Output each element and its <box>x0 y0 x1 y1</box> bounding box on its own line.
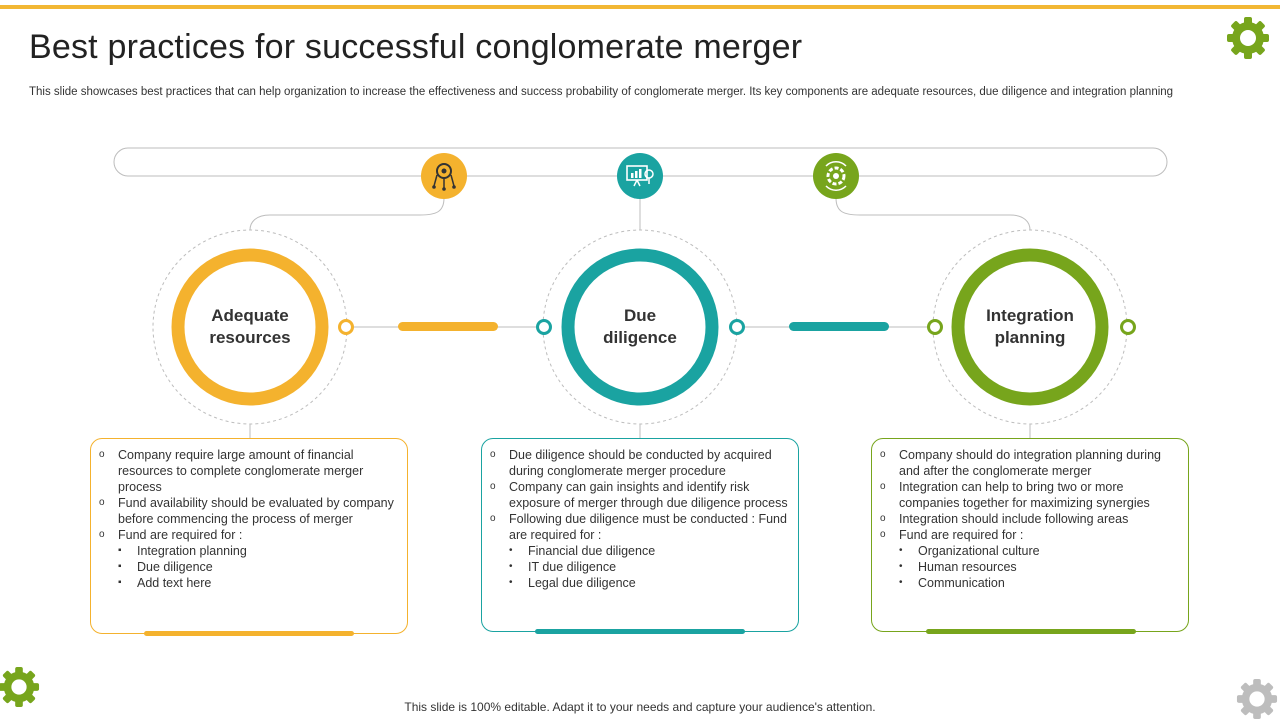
sub-list-item: • Legal due diligence <box>509 575 788 591</box>
dot-bullet-icon: • <box>899 545 903 556</box>
point-text: Due diligence should be conducted by acq… <box>509 448 772 478</box>
sub-point-text: Integration planning <box>137 544 247 558</box>
card-accent-bar <box>535 629 745 634</box>
page-title: Best practices for successful conglomera… <box>29 28 803 66</box>
sub-list-item: • Financial due diligence <box>509 543 788 559</box>
sub-point-text: Due diligence <box>137 560 213 574</box>
sub-list-item: • Human resources <box>899 559 1178 575</box>
stage-label-diligence: Due diligence <box>570 305 710 349</box>
list-item: o Integration can help to bring two or mo… <box>880 479 1178 511</box>
card-accent-bar <box>144 631 354 636</box>
process-gear-icon <box>421 153 467 199</box>
circle-bullet-icon: o <box>490 449 496 460</box>
stage-card-diligence: o Due diligence should be conducted by ac… <box>481 438 799 634</box>
stage-label-line: Due <box>623 306 657 325</box>
footer-note: This slide is 100% editable. Adapt it to… <box>404 700 876 714</box>
circle-bullet-icon: o <box>880 513 886 524</box>
sub-point-text: Financial due diligence <box>528 544 656 558</box>
point-text: Company should do integration planning d… <box>899 448 1161 478</box>
analytics-board-icon <box>617 153 663 199</box>
dot-bullet-icon: • <box>509 545 513 556</box>
stage-label-line: Adequate <box>211 306 289 325</box>
list-item: o Fund are required for : ▪ Integration pl… <box>99 527 397 591</box>
stage-card-resources: o Company require large amount of financi… <box>90 438 408 636</box>
sub-list-item: • Organizational culture <box>899 543 1178 559</box>
sub-point-text: Legal due diligence <box>528 576 636 590</box>
stage-label-line: planning <box>994 328 1066 347</box>
point-text: Following due diligence must be conducte… <box>509 512 787 542</box>
dot-bullet-icon: • <box>509 577 513 588</box>
sub-point-text: Organizational culture <box>918 544 1040 558</box>
point-text: Company can gain insights and identify r… <box>509 480 788 510</box>
circle-bullet-icon: o <box>490 513 496 524</box>
stage-circle-diligence <box>542 229 738 438</box>
dot-bullet-icon: • <box>509 561 513 572</box>
stage-circle-resources <box>152 229 348 438</box>
sub-list-item: ▪ Due diligence <box>118 559 397 575</box>
stage-card-planning: o Company should do integration planning … <box>871 438 1189 634</box>
list-item: o Company should do integration planning … <box>880 447 1178 479</box>
sub-point-text: IT due diligence <box>528 560 617 574</box>
circle-bullet-icon: o <box>99 497 105 508</box>
list-item: o Company require large amount of financi… <box>99 447 397 495</box>
list-item: o Integration should include following ar… <box>880 511 1178 527</box>
sub-list-item: ▪ Add text here <box>118 575 397 591</box>
connector-resources <box>249 197 445 231</box>
circle-bullet-icon: o <box>99 529 105 540</box>
list-item: o Fund are required for : • Organizational… <box>880 527 1178 591</box>
gear-icon <box>0 666 40 708</box>
point-text: Integration can help to bring two or mor… <box>899 480 1150 510</box>
dot-bullet-icon: • <box>899 561 903 572</box>
connector-planning <box>835 197 1031 231</box>
stage-label-line: Integration <box>986 306 1074 325</box>
sub-point-text: Communication <box>918 576 1005 590</box>
point-text: Company require large amount of financia… <box>118 448 364 494</box>
stage-label-resources: Adequate resources <box>180 305 320 349</box>
top-accent-bar <box>0 5 1280 9</box>
gear-icon <box>1236 678 1278 720</box>
stage-label-line: diligence <box>603 328 677 347</box>
square-bullet-icon: ▪ <box>118 577 122 588</box>
sub-point-text: Human resources <box>918 560 1017 574</box>
list-item: o Due diligence should be conducted by ac… <box>490 447 788 479</box>
square-bullet-icon: ▪ <box>118 561 122 572</box>
card-accent-bar <box>926 629 1136 634</box>
stage-label-line: resources <box>209 328 291 347</box>
circle-bullet-icon: o <box>490 481 496 492</box>
circle-bullet-icon: o <box>880 449 886 460</box>
point-text: Integration should include following are… <box>899 512 1129 526</box>
circle-bullet-icon: o <box>880 481 886 492</box>
point-text: Fund are required for : <box>899 528 1024 542</box>
dot-bullet-icon: • <box>899 577 903 588</box>
gear-icon <box>1227 17 1269 59</box>
cycle-gear-icon <box>813 153 859 199</box>
link-diligence-planning <box>729 319 1136 335</box>
point-text: Fund are required for : <box>118 528 243 542</box>
circle-bullet-icon: o <box>880 529 886 540</box>
square-bullet-icon: ▪ <box>118 545 122 556</box>
point-text: Fund availability should be evaluated by… <box>118 496 394 526</box>
list-item: o Following due diligence must be conduct… <box>490 511 788 591</box>
list-item: o Fund availability should be evaluated b… <box>99 495 397 527</box>
stage-label-planning: Integration planning <box>960 305 1100 349</box>
list-item: o Company can gain insights and identify … <box>490 479 788 511</box>
page-subtitle: This slide showcases best practices that… <box>29 86 1174 98</box>
sub-list-item: ▪ Integration planning <box>118 543 397 559</box>
circle-bullet-icon: o <box>99 449 105 460</box>
sub-list-item: • Communication <box>899 575 1178 591</box>
sub-point-text: Add text here <box>137 576 212 590</box>
link-resources-diligence <box>338 319 552 335</box>
stage-circle-planning <box>932 229 1128 438</box>
sub-list-item: • IT due diligence <box>509 559 788 575</box>
